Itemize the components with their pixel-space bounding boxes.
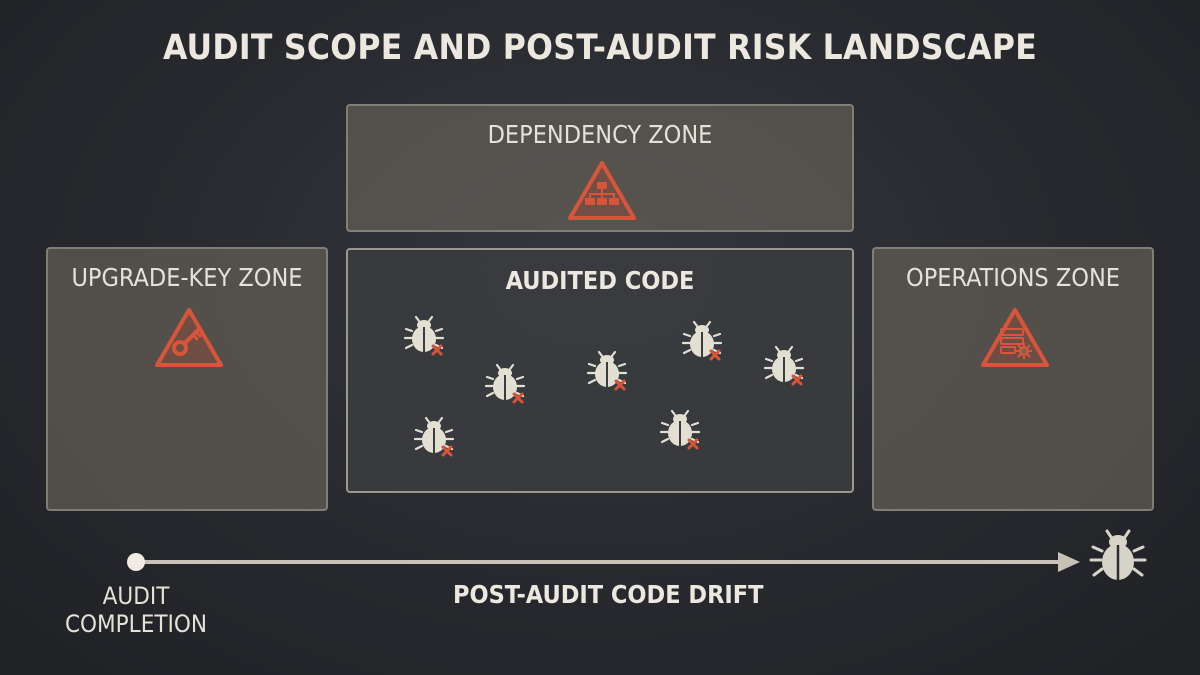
fixed-bug-icon <box>484 363 526 404</box>
fixed-bug-icon <box>681 320 723 361</box>
audit-completion-marker <box>127 553 145 571</box>
bug-icon <box>1089 529 1147 580</box>
audit-completion-label-line1: AUDIT <box>102 582 170 610</box>
fixed-bug-icon <box>763 345 805 386</box>
operations-zone-label: OPERATIONS ZONE <box>906 263 1120 292</box>
drift-timeline <box>127 552 1080 572</box>
fixed-bug-icon <box>586 350 628 391</box>
hierarchy-warning-icon <box>568 161 636 220</box>
server-gear-warning-icon <box>981 308 1049 367</box>
operations-zone: OPERATIONS ZONE <box>872 247 1154 511</box>
dependency-zone: DEPENDENCY ZONE <box>346 104 854 232</box>
key-warning-icon <box>155 308 223 367</box>
audit-completion-label-line2: COMPLETION <box>64 610 208 638</box>
post-audit-drift-label: POST-AUDIT CODE DRIFT <box>453 580 764 609</box>
upgrade-key-zone: UPGRADE-KEY ZONE <box>46 247 328 511</box>
fixed-bug-icon <box>413 416 455 457</box>
audited-code-label: AUDITED CODE <box>505 266 695 295</box>
audit-completion-label: AUDIT COMPLETION <box>50 582 222 638</box>
dependency-zone-label: DEPENDENCY ZONE <box>487 120 713 149</box>
page-title: AUDIT SCOPE AND POST-AUDIT RISK LANDSCAP… <box>162 28 1038 68</box>
upgrade-key-zone-label: UPGRADE-KEY ZONE <box>71 263 303 292</box>
fixed-bug-icon <box>659 409 701 450</box>
fixed-bug-icon <box>403 315 445 356</box>
